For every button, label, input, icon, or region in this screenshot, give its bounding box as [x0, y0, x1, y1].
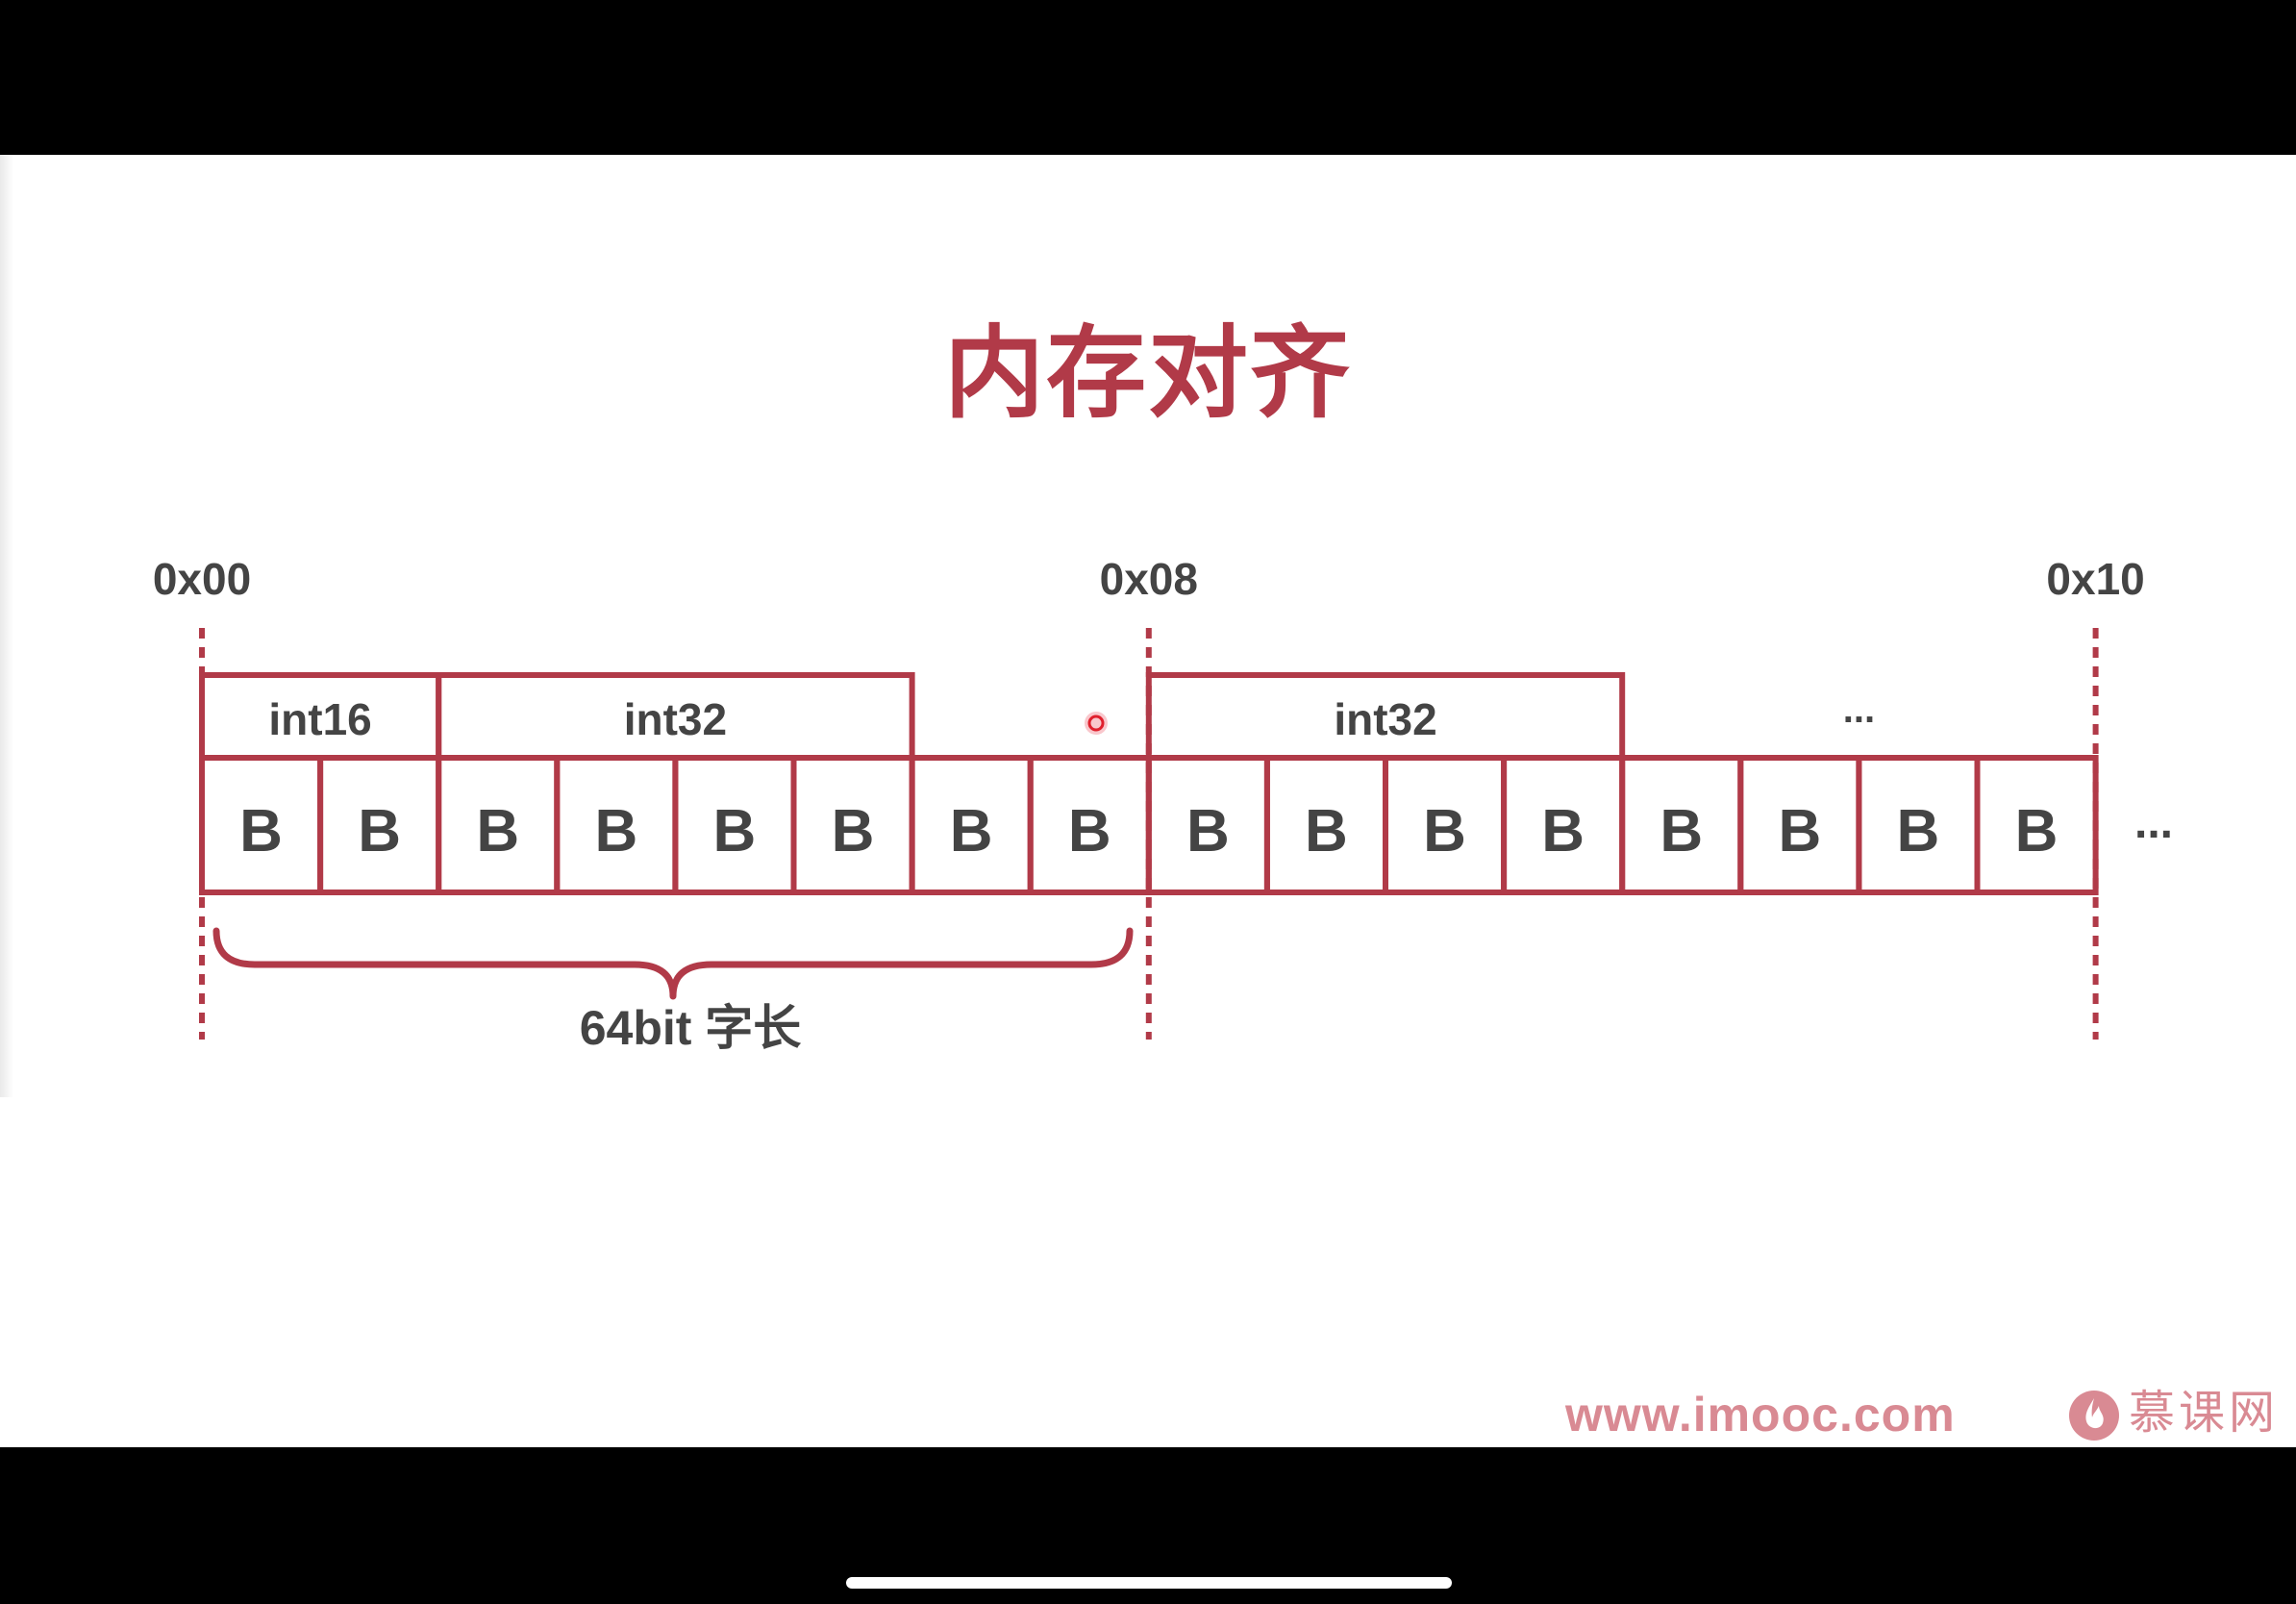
byte-label: B — [1305, 798, 1348, 865]
address-label: 0x00 — [153, 554, 251, 604]
byte-label: B — [1186, 798, 1230, 865]
byte-label: B — [2015, 798, 2059, 865]
byte-label: B — [1660, 798, 1703, 865]
byte-label: B — [1068, 798, 1111, 865]
byte-label: B — [950, 798, 993, 865]
byte-label: B — [832, 798, 875, 865]
field-label: ... — [1843, 689, 1875, 731]
byte-label: B — [358, 798, 401, 865]
field-row: int16 int32 int32... — [199, 672, 1875, 761]
byte-label: B — [1778, 798, 1821, 865]
byte-label: B — [1897, 798, 1940, 865]
row-ellipsis: ... — [2134, 797, 2173, 848]
address-markers: 0x00 0x08 0x10 — [153, 554, 2145, 1040]
byte-label: B — [476, 798, 519, 865]
imooc-flame-icon — [2069, 1391, 2119, 1441]
field-label: int32 — [624, 694, 727, 744]
field-label: int32 — [1334, 694, 1436, 744]
curly-brace — [212, 927, 1134, 1000]
byte-label: B — [713, 798, 757, 865]
byte-label: B — [239, 798, 283, 865]
slide-edge-shadow — [0, 155, 13, 1097]
byte-row: B B B B B B B B B B B B B B B B... — [199, 755, 2173, 895]
logo-flame — [2085, 1398, 2104, 1429]
slide-title: 内存对齐 — [943, 318, 1352, 430]
address-label: 0x08 — [1100, 554, 1198, 604]
address-label: 0x10 — [2046, 554, 2144, 604]
laser-pointer-ring — [1087, 714, 1105, 732]
field-label: int16 — [268, 694, 371, 744]
watermark-brand: 慕课网 — [2129, 1388, 2280, 1439]
byte-label: B — [594, 798, 637, 865]
byte-label: B — [1423, 798, 1466, 865]
home-indicator[interactable] — [846, 1577, 1452, 1589]
brace-label: 64bit 字长 — [580, 1001, 802, 1055]
word-length-brace: 64bit 字长 — [212, 927, 1134, 1055]
laser-pointer-icon — [1085, 712, 1108, 735]
byte-cell — [1974, 755, 2099, 895]
byte-label: B — [1541, 798, 1585, 865]
watermark-url: www.imooc.com — [1565, 1388, 1956, 1441]
